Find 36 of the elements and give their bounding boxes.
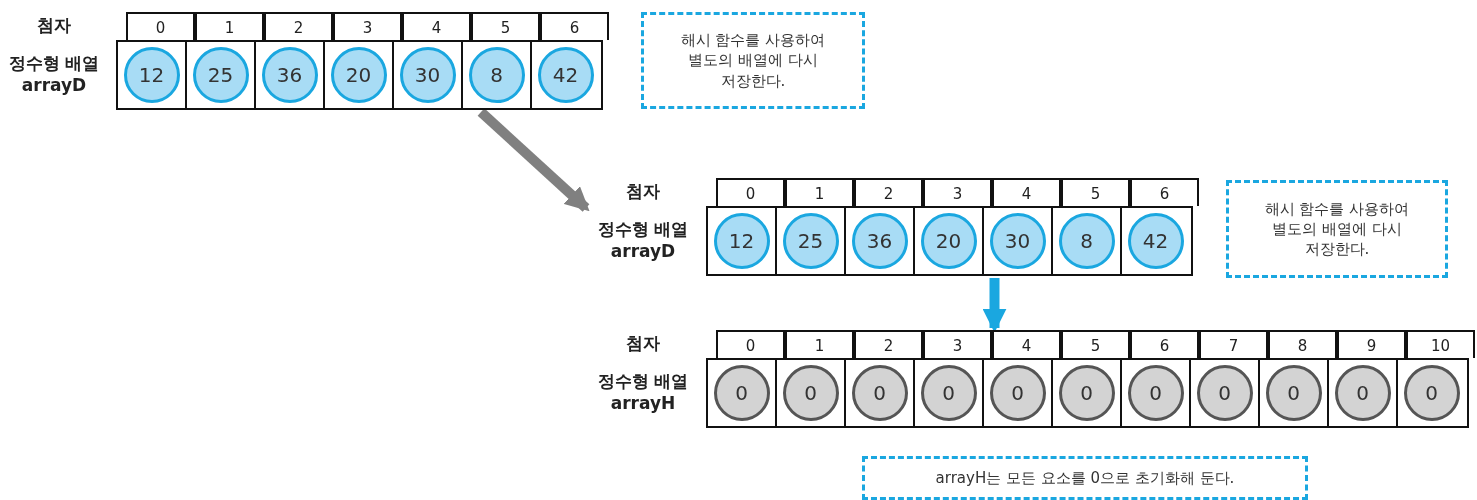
index-number: 2 (854, 178, 923, 206)
index-number: 3 (923, 330, 992, 358)
index-number: 4 (402, 12, 471, 40)
index-number: 6 (540, 12, 609, 40)
index-number: 1 (785, 178, 854, 206)
index-number: 2 (854, 330, 923, 358)
index-number: 2 (264, 12, 333, 40)
index-heading: 첨자 (36, 14, 72, 37)
index-number: 7 (1199, 330, 1268, 358)
index-heading: 첨자 (625, 180, 661, 203)
index-number: 10 (1406, 330, 1475, 358)
arrow (477, 108, 590, 212)
index-number: 1 (785, 330, 854, 358)
array-name-label: 정수형 배열 arrayD (596, 218, 690, 261)
index-number: 9 (1337, 330, 1406, 358)
index-number: 8 (1268, 330, 1337, 358)
index-number: 0 (716, 330, 785, 358)
index-number: 4 (992, 178, 1061, 206)
index-number: 5 (471, 12, 540, 40)
index-number: 3 (333, 12, 402, 40)
note-box: arrayH는 모든 요소를 0으로 초기화해 둔다. (862, 456, 1308, 500)
index-number: 0 (126, 12, 195, 40)
index-number: 1 (195, 12, 264, 40)
array-name-label: 정수형 배열 arrayD (7, 52, 101, 95)
index-number: 4 (992, 330, 1061, 358)
index-number: 0 (716, 178, 785, 206)
index-heading: 첨자 (625, 332, 661, 355)
index-number: 5 (1061, 178, 1130, 206)
index-number: 6 (1130, 178, 1199, 206)
array-name-label: 정수형 배열 arrayH (596, 370, 690, 413)
note-box: 해시 함수를 사용하여 별도의 배열에 다시 저장한다. (1226, 180, 1448, 278)
index-number: 6 (1130, 330, 1199, 358)
index-number: 3 (923, 178, 992, 206)
arrow (982, 278, 1007, 333)
note-box: 해시 함수를 사용하여 별도의 배열에 다시 저장한다. (641, 12, 865, 109)
index-number: 5 (1061, 330, 1130, 358)
